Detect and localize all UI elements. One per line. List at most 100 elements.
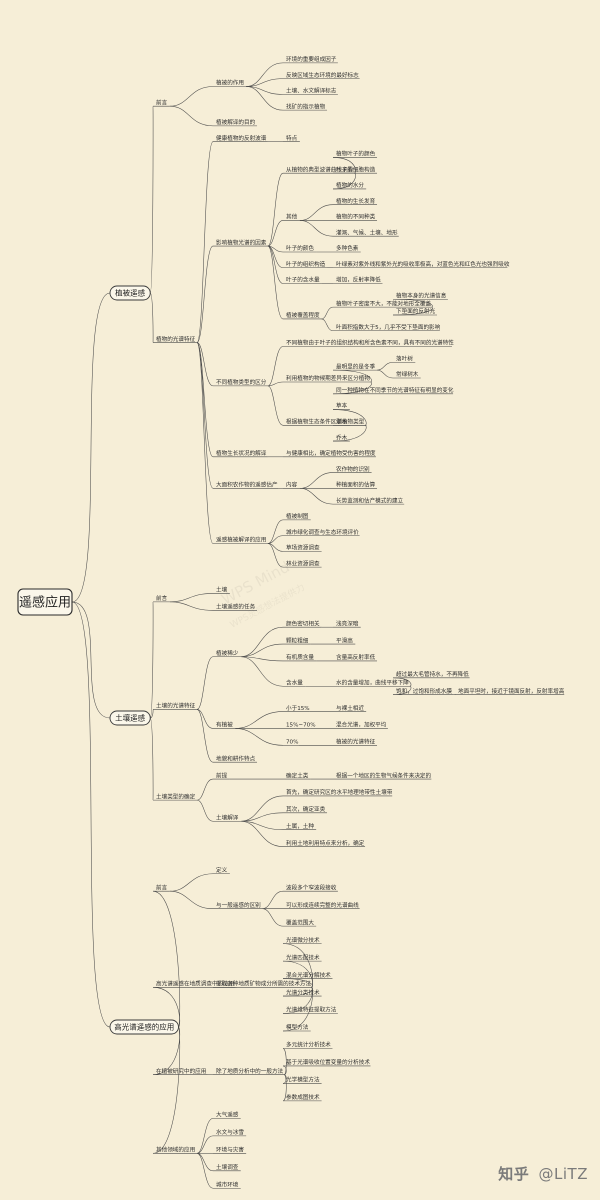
node-branches-1-c1-c1-c2-c0[interactable]: 植被的光谱特征 [336,738,376,746]
node-branches-0-c1-c1-c1-c1[interactable]: 植物的不同种类 [336,213,376,221]
node-branches-0-c1-c5-c2[interactable]: 草场资源调查 [286,544,320,552]
node-branches-2-c3-c0[interactable]: 大气遥感 [216,1111,239,1119]
branch-box-0[interactable] [109,285,151,301]
node-branches-0-c1-c1-c5-c0-c1[interactable]: 下垫面的反射光 [396,307,436,315]
node-branches-2-c1-c0-c2[interactable]: 混合光谱分解技术 [286,971,331,979]
node-branches-2-c3-c4[interactable]: 城市环境 [216,1180,239,1188]
node-branches-1-c2[interactable]: 土壤类型的确定 [156,792,196,800]
node-branches-2-c1-c0-c3[interactable]: 光谱分类技术 [286,988,320,996]
node-branches-1-c2-c0[interactable]: 前提 [216,771,228,779]
node-branches-2-c3-c3[interactable]: 土壤调查 [216,1163,239,1171]
node-branches-0-c1-c1[interactable]: 影响植物光谱的因素 [216,238,267,246]
node-branches-0-c0-c0-c2[interactable]: 土壤、水文解译标志 [286,87,337,95]
node-branches-2-c1-c0-c4[interactable]: 光谱维特征提取方法 [286,1006,337,1014]
node-branches-1-c1-c0-c3-c0[interactable]: 水的含量增加，曲线平移下降 [336,678,409,686]
node-branches-1-c2-c0-c0-c0[interactable]: 根据一个地区的生物气候条件来决定的 [336,771,432,779]
node-branches-1-c1-c0-c3[interactable]: 含水量 [286,678,303,686]
node-branches-0-c1[interactable]: 植物的光谱特征 [156,335,196,343]
node-branches-1-c1-c1-c2[interactable]: 70% [286,740,298,746]
node-branches-1-c1-c0-c3-c0-c1-c0[interactable]: 地面平坦时，接近于镜面反射，反射率增高 [458,687,565,695]
node-branches-1-c2-c1-c0[interactable]: 首先，确定研究区的水平地理地带性土壤带 [286,788,393,796]
node-branches-0-c1-c2-c0[interactable]: 不同植物由于叶子的组织结构和所含色素不同，具有不同的光谱特性 [286,339,454,347]
node-branches-0-c0[interactable]: 前言 [156,98,168,106]
node-branches-2-c3-c1[interactable]: 水文与冰雪 [216,1128,244,1136]
node-branches-0-c1-c2-c2-c0[interactable]: 草本 [336,402,348,410]
node-branches-1-c1-c0-c0-c0[interactable]: 浅亮深暗 [336,619,359,627]
node-branches-2-c3-c2[interactable]: 环境与灾害 [216,1146,244,1154]
node-branches-0-c0-c1[interactable]: 植被解译的目的 [216,118,256,126]
node-branches-0-c1-c4-c0-c0[interactable]: 农作物的识别 [336,465,370,473]
node-branches-0-c1-c2-c1-c0-c0[interactable]: 落叶树 [396,354,413,362]
node-branches-1-c1-c0-c2-c0[interactable]: 含量高反射率低 [336,653,376,661]
node-branches-1-c1-c1-c1[interactable]: 15%~70% [286,723,316,729]
node-branches-1-c1-c0[interactable]: 植被稀少 [216,649,239,657]
node-branches-0-c1-c1-c3[interactable]: 叶子的组织构造 [286,260,326,268]
node-branches-0-c1-c5-c1[interactable]: 城市绿化调查与生态环境评价 [286,528,359,536]
node-branches-1-c1[interactable]: 土壤的光谱特征 [156,702,196,710]
node-branches-0-c1-c4-c0[interactable]: 内容 [286,481,298,489]
node-branches-0-c1-c1-c1-c0[interactable]: 植物的生长发育 [336,197,376,205]
node-branches-2-c2-c0-c1[interactable]: 基于光谱吸收位置变量的分析技术 [286,1058,370,1066]
node-branches-0-c0-c0-c3[interactable]: 找矿的指示植物 [286,102,326,110]
node-branches-1-c2-c1-c2[interactable]: 土属，土种 [286,822,314,830]
node-branches-0-c1-c1-c5[interactable]: 植被覆盖程度 [286,311,320,319]
node-branches-1-c0[interactable]: 前言 [156,594,168,602]
node-branches-1-c1-c0-c3-c0-c1[interactable]: 饱和，过饱和形成水膜 [396,687,452,695]
node-branches-0-c1-c3[interactable]: 植物生长状况的解译 [216,449,267,457]
node-branches-0-c1-c1-c2[interactable]: 叶子的颜色 [286,244,314,252]
node-branches-0-c1-c2-c2-c2[interactable]: 乔木 [336,433,348,441]
node-branches-2-c1-c0-c1[interactable]: 光谱匹配技术 [286,953,320,961]
branch-box-1[interactable] [109,710,151,726]
node-branches-1-c1-c0-c2[interactable]: 有机质含量 [286,653,314,661]
node-branches-2-c2[interactable]: 在植被研究中的应用 [156,1067,206,1075]
node-branches-1-c1-c0-c0[interactable]: 颜色密切相关 [286,619,320,627]
node-branches-1-c1-c1[interactable]: 有植被 [216,721,233,729]
node-branches-0-c1-c5-c3[interactable]: 林业资源调查 [286,559,320,567]
node-branches-0-c0-c0-c1[interactable]: 反映区域生态环境的最好标志 [286,71,359,79]
node-branches-1-c1-c0-c3-c0-c0[interactable]: 超过最大毛管持水，不再降低 [396,670,469,678]
node-branches-0-c1-c1-c1[interactable]: 其他 [286,213,298,221]
node-branches-1-c1-c1-c0[interactable]: 小于15% [286,704,310,712]
node-branches-0-c1-c1-c0-c0[interactable]: 植物叶子的颜色 [336,150,376,158]
node-branches-0-c1-c2-c2-c1[interactable]: 灌木 [336,418,348,426]
node-branches-2-c0-c1[interactable]: 与一般遥感的区别 [216,901,261,909]
node-branches-0-c1-c0[interactable]: 健康植物的反射波谱 [216,134,267,142]
node-branches-0-c1-c1-c4[interactable]: 叶子的含水量 [286,276,320,284]
node-branches-1-c0-c1[interactable]: 土壤遥感的任务 [216,603,256,611]
branch-box-2[interactable] [109,1019,179,1035]
node-branches-1-c2-c1[interactable]: 土壤解译 [216,813,239,821]
node-branches-0-c1-c4[interactable]: 大面积农作物的遥感估产 [216,481,278,489]
node-branches-0-c1-c1-c3-c0[interactable]: 叶绿素对紫外线和紫外光的吸收率极高，对蓝色光和红色光也强烈吸收 [336,260,510,268]
node-branches-2-c2-c0-c0[interactable]: 多元统计分析技术 [286,1041,331,1049]
node-branches-0-c1-c2-c1[interactable]: 利用植物的物候期差异来区分植物 [286,374,370,382]
node-branches-0-c1-c5-c0[interactable]: 植被制图 [286,512,309,520]
node-branches-0-c1-c1-c0-c1[interactable]: 叶子的细胞构造 [336,165,376,173]
node-branches-1-c2-c0-c0[interactable]: 确定土类 [286,771,309,779]
node-branches-0-c1-c3-c0[interactable]: 与健康相比，确定植物受伤害的程度 [286,449,376,457]
node-branches-1-c2-c1-c1[interactable]: 其次，确定亚类 [286,805,326,813]
node-branches-0-c1-c1-c0-c2[interactable]: 植物的水分 [336,181,364,189]
node-branches-0-c0-c0-c0[interactable]: 环境的重要组成因子 [286,55,337,63]
node-branches-1-c1-c1-c0-c0[interactable]: 与裸土相近 [336,704,364,712]
node-branches-1-c0-c0[interactable]: 土壤 [216,586,228,594]
node-branches-0-c1-c5[interactable]: 遥感植被解译的应用 [216,536,266,544]
node-branches-1-c1-c1-c1-c0[interactable]: 混合光谱，加权平均 [336,721,387,729]
node-branches-0-c1-c2-c1-c0-c1[interactable]: 常绿树木 [396,370,419,378]
node-branches-0-c1-c1-c5-c1[interactable]: 叶面积指数大于5，几乎不受下垫面的影响 [336,323,441,331]
node-branches-0-c1-c2[interactable]: 不同植物类型的区分 [216,378,267,386]
node-branches-0-c0-c0[interactable]: 植被的作用 [216,79,244,87]
node-branches-2-c1-c0[interactable]: 提取各种地质矿物成分所需的技术方法 [216,980,312,988]
node-branches-0-c1-c1-c4-c0[interactable]: 增加，反射率降低 [336,276,381,284]
node-branches-2-c0-c1-c1[interactable]: 可以形成连续完整的光谱曲线 [286,901,359,909]
node-branches-2-c3[interactable]: 其他领域的应用 [156,1146,195,1154]
node-branches-0-c1-c1-c1-c2[interactable]: 灌溉、气候、土壤、地形 [336,228,398,236]
node-branches-0-c1-c1-c2-c0[interactable]: 多种色素 [336,244,359,252]
root-node-box[interactable] [17,588,73,616]
node-branches-0-c1-c2-c1-c1[interactable]: 同一种植物在不同季节的光谱特征有明显的变化 [336,386,454,394]
node-branches-2-c1-c0-c0[interactable]: 光谱微分技术 [286,936,320,944]
node-branches-2-c2-c0-c3[interactable]: 参数成图技术 [286,1093,320,1101]
node-branches-0-c1-c4-c0-c1[interactable]: 种植面积的估算 [336,481,376,489]
node-branches-0-c1-c1-c5-c0-c0[interactable]: 植物本身的光谱信息 [396,291,447,299]
node-branches-2-c0-c1-c2[interactable]: 覆盖范围大 [286,918,314,926]
node-branches-0-c1-c0-c0[interactable]: 特点 [286,134,298,142]
